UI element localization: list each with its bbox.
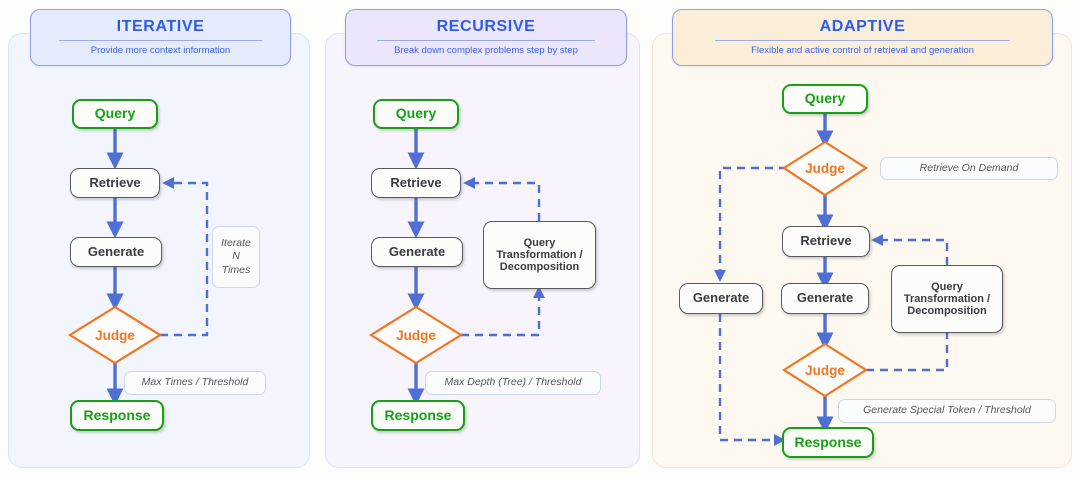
- title-divider: [714, 40, 1011, 42]
- node-label: Generate: [796, 290, 854, 306]
- panel-title-adaptive: ADAPTIVE: [819, 18, 906, 36]
- node-generate-mid-adaptive[interactable]: Generate: [781, 283, 869, 314]
- node-label: Response: [794, 433, 862, 450]
- node-label: Retrieve: [800, 233, 852, 249]
- header-adaptive: ADAPTIVE Flexible and active control of …: [672, 9, 1053, 66]
- title-divider: [59, 40, 262, 42]
- node-query-recursive[interactable]: Query: [373, 99, 459, 129]
- node-label: Query: [395, 105, 437, 122]
- node-generate-recursive[interactable]: Generate: [371, 237, 463, 267]
- node-retrieve-adaptive[interactable]: Retrieve: [782, 226, 870, 257]
- node-label: Query Transformation / Decomposition: [496, 236, 583, 274]
- title-divider: [376, 40, 596, 42]
- node-generate-iterative[interactable]: Generate: [70, 237, 162, 267]
- node-label: Generate: [692, 290, 750, 306]
- node-response-adaptive[interactable]: Response: [782, 427, 874, 458]
- node-label: Query: [94, 105, 136, 122]
- tag-max-times-threshold: Max Times / Threshold: [124, 371, 266, 395]
- header-recursive: RECURSIVE Break down complex problems st…: [345, 9, 627, 66]
- node-query-transformation-adaptive[interactable]: Query Transformation / Decomposition: [891, 265, 1003, 333]
- panel-title-recursive: RECURSIVE: [436, 18, 536, 36]
- tag-retrieve-on-demand: Retrieve On Demand: [880, 157, 1058, 180]
- panel-subtitle-recursive: Break down complex problems step by step: [394, 45, 578, 57]
- node-label: Query Transformation / Decomposition: [903, 280, 991, 318]
- node-label: Response: [384, 406, 452, 423]
- node-label: Judge: [805, 363, 845, 378]
- node-label: Retrieve: [89, 174, 141, 190]
- panel-subtitle-iterative: Provide more context information: [90, 45, 231, 57]
- node-judge-top-adaptive[interactable]: Judge: [784, 142, 866, 195]
- node-label: Judge: [805, 161, 845, 176]
- node-label: Retrieve: [390, 174, 442, 190]
- node-label: Judge: [95, 327, 135, 343]
- node-judge-iterative[interactable]: Judge: [70, 307, 160, 363]
- node-retrieve-iterative[interactable]: Retrieve: [70, 168, 160, 198]
- node-response-iterative[interactable]: Response: [70, 400, 164, 431]
- tag-generate-special-token: Generate Special Token / Threshold: [838, 399, 1056, 423]
- node-generate-left-adaptive[interactable]: Generate: [679, 283, 763, 314]
- node-response-recursive[interactable]: Response: [371, 400, 465, 431]
- node-retrieve-recursive[interactable]: Retrieve: [371, 168, 461, 198]
- node-query-iterative[interactable]: Query: [72, 99, 158, 129]
- panel-subtitle-adaptive: Flexible and active control of retrieval…: [751, 45, 974, 57]
- tag-max-depth-threshold: Max Depth (Tree) / Threshold: [425, 371, 601, 395]
- node-label: Generate: [388, 243, 446, 259]
- panel-title-iterative: ITERATIVE: [116, 18, 205, 36]
- header-iterative: ITERATIVE Provide more context informati…: [30, 9, 291, 66]
- node-query-transformation-recursive[interactable]: Query Transformation / Decomposition: [483, 221, 596, 289]
- node-label: Judge: [396, 327, 436, 343]
- node-label: Query: [804, 90, 846, 107]
- node-judge-bottom-adaptive[interactable]: Judge: [784, 344, 866, 397]
- node-query-adaptive[interactable]: Query: [782, 84, 868, 114]
- node-label: Generate: [87, 243, 145, 259]
- node-judge-recursive[interactable]: Judge: [371, 307, 461, 363]
- tag-iterate-n-times: Iterate N Times: [212, 226, 260, 288]
- node-label: Response: [83, 406, 151, 423]
